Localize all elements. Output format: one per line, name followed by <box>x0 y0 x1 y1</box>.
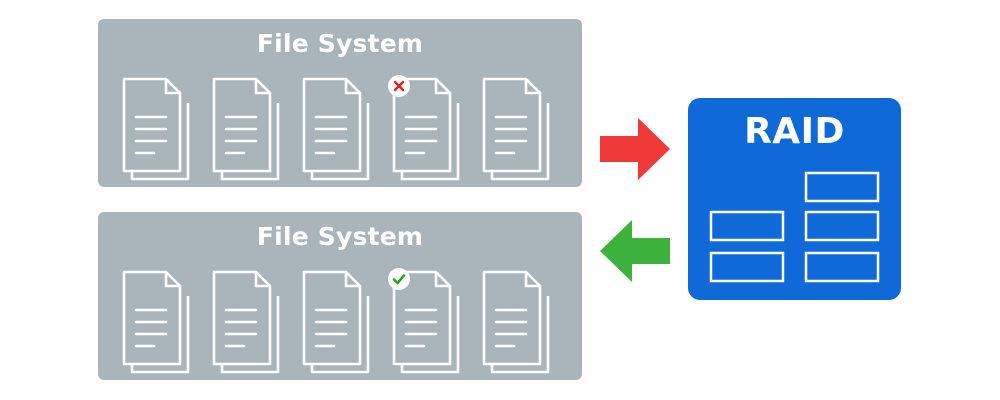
file-system-panel-restored: File System <box>98 212 582 380</box>
document-icon <box>482 268 554 378</box>
document-outline <box>302 268 374 378</box>
raid-block <box>804 251 880 283</box>
document-icon <box>212 75 284 185</box>
document-icon-verified <box>388 268 464 378</box>
document-outline <box>122 268 194 378</box>
document-outline <box>302 75 374 185</box>
document-icon <box>482 75 554 185</box>
document-outline <box>392 75 464 185</box>
document-outline <box>482 268 554 378</box>
file-system-panel-corrupted: File System <box>98 19 582 187</box>
file-list <box>122 75 562 185</box>
file-list <box>122 268 562 378</box>
raid-blocks <box>709 171 880 283</box>
file-system-title: File System <box>256 222 424 251</box>
raid-block <box>709 251 785 283</box>
document-outline <box>482 75 554 185</box>
check-mark-icon <box>388 268 410 290</box>
document-outline <box>212 75 284 185</box>
raid-box: RAID <box>688 98 901 300</box>
document-outline <box>122 75 194 185</box>
document-icon <box>302 268 374 378</box>
document-icon <box>212 268 284 378</box>
raid-block <box>709 210 785 242</box>
raid-label: RAID <box>744 111 845 152</box>
raid-block <box>804 171 880 203</box>
arrow-left-icon <box>596 218 674 288</box>
x-mark-icon <box>388 75 410 97</box>
raid-block <box>804 210 880 242</box>
file-system-title: File System <box>256 29 424 58</box>
document-outline <box>212 268 284 378</box>
document-icon <box>122 268 194 378</box>
document-outline <box>392 268 464 378</box>
arrow-right-icon <box>596 116 674 186</box>
document-icon-corrupt <box>388 75 464 185</box>
document-icon <box>122 75 194 185</box>
document-icon <box>302 75 374 185</box>
